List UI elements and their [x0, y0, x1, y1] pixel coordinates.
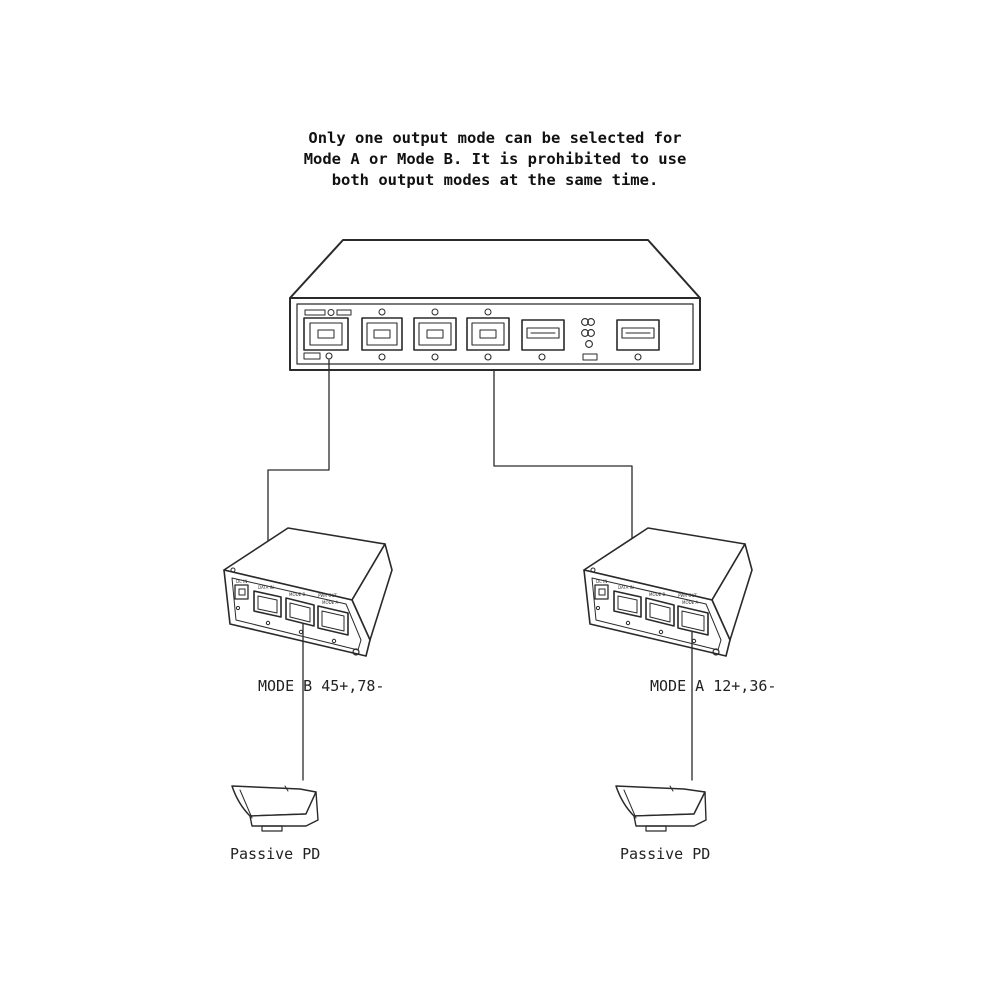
- svg-text:PWR OUT: PWR OUT: [318, 593, 337, 598]
- svg-text:MODE A: MODE A: [322, 600, 338, 605]
- switch-port-3: [413, 308, 457, 361]
- svg-text:DATA IN: DATA IN: [618, 585, 634, 590]
- switch-port-1: [303, 317, 349, 360]
- right-passive-pd-label: Passive PD: [620, 845, 711, 863]
- status-leds: [581, 318, 598, 361]
- svg-text:DATA IN: DATA IN: [258, 585, 274, 590]
- mode-a-label: MODE A 12+,36-: [650, 677, 777, 695]
- mode-b-label: MODE B 45+,78-: [258, 677, 385, 695]
- right-poe-injector: DC IN DATA IN MODE B PWR OUT MODE A: [583, 527, 753, 657]
- svg-text:PWR OUT: PWR OUT: [678, 593, 697, 598]
- note-line-2: Mode A or Mode B. It is prohibited to us…: [303, 150, 687, 168]
- left-poe-injector: DC IN DATA IN MODE B PWR OUT MODE A: [223, 527, 393, 657]
- left-passive-pd-camera: [231, 785, 319, 832]
- switch-usb-port-2: [616, 319, 660, 361]
- svg-text:MODE A: MODE A: [682, 600, 698, 605]
- svg-text:MODE B: MODE B: [649, 592, 665, 597]
- svg-text:MODE B: MODE B: [289, 592, 305, 597]
- svg-text:DC IN: DC IN: [596, 579, 607, 584]
- cable-switch-to-right-injector: [493, 369, 633, 599]
- note-line-3: both output modes at the same time.: [331, 171, 659, 189]
- right-passive-pd-camera: [615, 785, 707, 832]
- instruction-note: Only one output mode can be selected for…: [195, 128, 795, 191]
- switch-usb-port-1: [521, 319, 565, 361]
- left-passive-pd-label: Passive PD: [230, 845, 321, 863]
- poe-switch: [289, 239, 701, 371]
- switch-port-4: [466, 308, 510, 361]
- svg-text:DC IN: DC IN: [236, 579, 247, 584]
- switch-port-2: [361, 308, 403, 361]
- power-label-plate: [304, 309, 326, 316]
- cable-switch-to-left-injector: [267, 359, 330, 599]
- note-line-1: Only one output mode can be selected for: [308, 129, 682, 147]
